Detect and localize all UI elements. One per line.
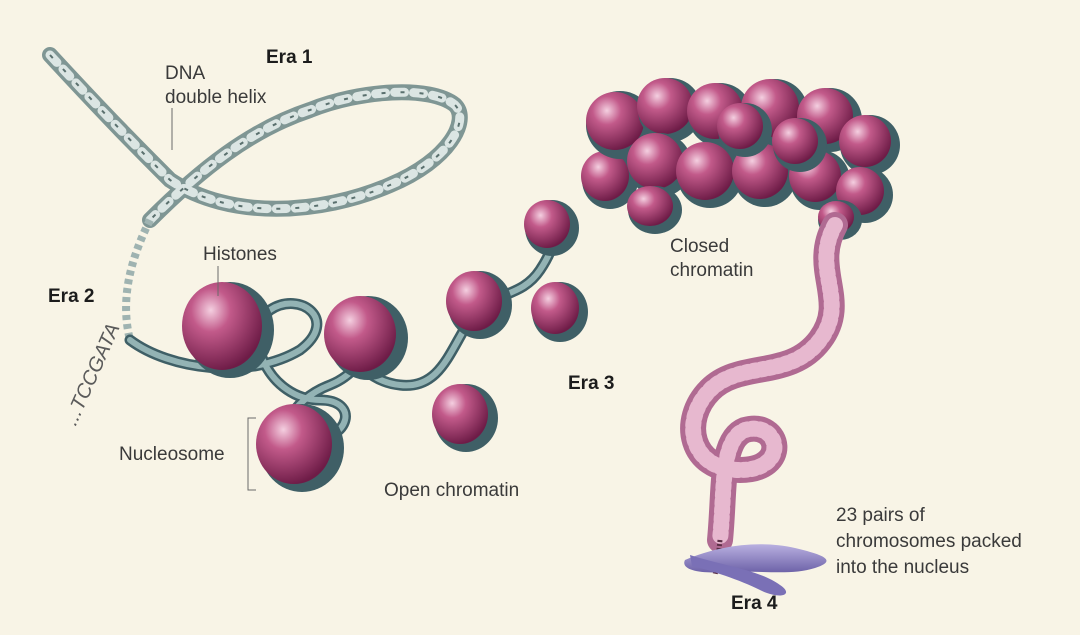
nucleosome-histone-3 [256,404,344,492]
chromosome-x-shape [684,544,827,596]
era-4-label: Era 4 [731,593,778,614]
closed-chromatin-label-line1: Closed [670,236,730,257]
era-2-label: Era 2 [48,286,95,307]
histones-label: Histones [203,244,277,265]
chromatin-fiber [680,212,848,576]
dna-strand-sequence [122,218,154,341]
chromosomes-label-line2: chromosomes packed [836,531,1022,552]
dna-label-line2: double helix [165,87,267,108]
nucleosome-histone-2 [324,296,408,380]
nucleosome-label: Nucleosome [119,444,225,465]
chromosomes-label-line1: 23 pairs of [836,505,925,526]
closed-chromatin-cluster [586,78,900,240]
era-3-label: Era 3 [568,373,615,394]
era-1-label: Era 1 [266,47,313,68]
nucleosome-histone-1 [182,282,274,378]
chromosomes-label-line3: into the nucleus [836,557,970,578]
closed-chromatin-label-line2: chromatin [670,260,754,281]
nucleosome-histone-4 [432,384,498,452]
open-chromatin-label: Open chromatin [384,480,520,501]
label-leader-lines [171,108,256,491]
nucleosome-histone-5 [446,271,512,339]
nucleosome-histone-6 [531,282,588,342]
dna-double-helix [42,47,468,228]
nucleosome-histone-7 [524,200,579,256]
dna-label-line1: DNA [165,63,206,84]
nucleosome-histone-8 [581,151,638,209]
